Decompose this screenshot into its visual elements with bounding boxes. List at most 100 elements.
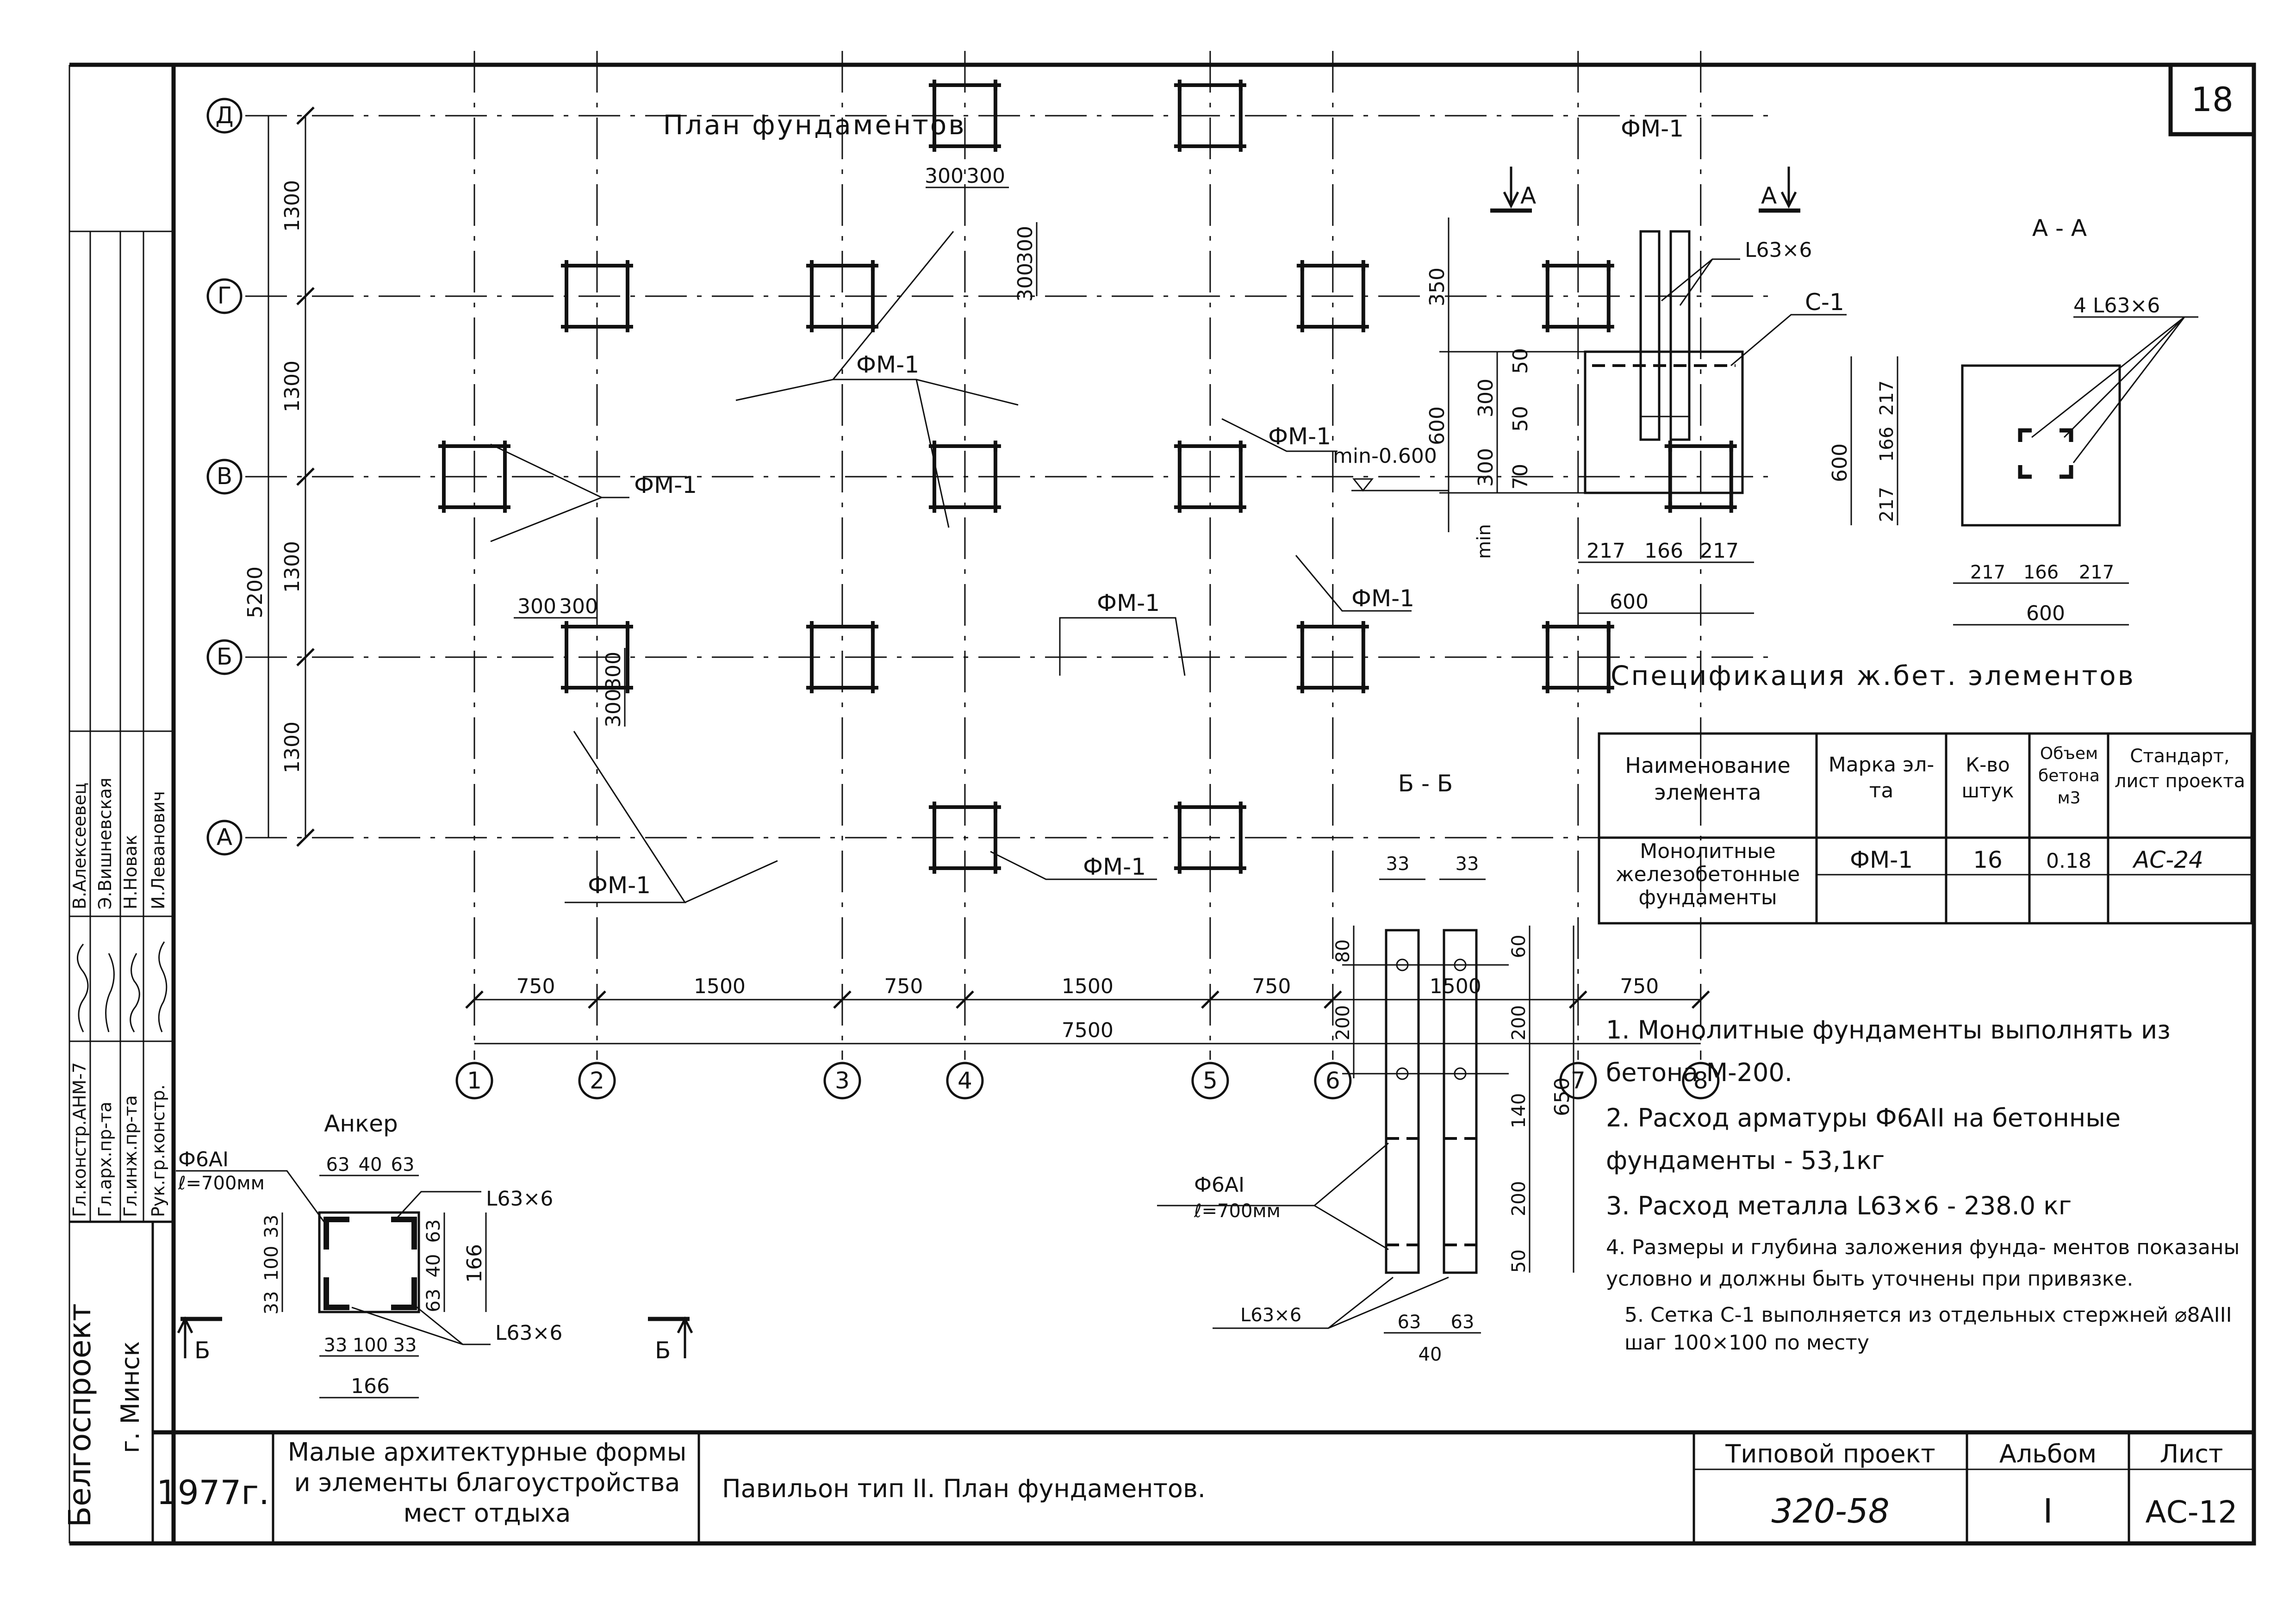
foundation-fm1	[1296, 621, 1369, 693]
signature-4	[158, 941, 168, 1032]
title-block: 1977г. Малые архитектурные формы и элеме…	[153, 1430, 2254, 1543]
col-axis-bubble-4	[1191, 1062, 1229, 1100]
plan-callouts: ФМ-1 ФМ-1 ФМ-1 ФМ-1 ФМ-1 ФМ-1 ФМ-1	[490, 231, 1414, 903]
plan-title: План фундаментов	[663, 109, 966, 141]
section-aa-leader	[2031, 316, 2198, 463]
spec-h1-box: Наименование элемента	[1625, 753, 1790, 805]
local-dims-mid: 300 300 300 300	[514, 595, 626, 728]
project-title: Малые архитектурные формы и элементы бла…	[287, 1437, 687, 1528]
local-dim-right-1: 300	[1014, 226, 1037, 265]
org-name: Белгоспроект	[62, 1303, 98, 1527]
org-city: г. Минск	[116, 1341, 145, 1453]
foundation-fm1	[1174, 802, 1246, 874]
local-dim-mid-v2: 300	[602, 689, 625, 728]
section-bb-top-1: 33	[1386, 853, 1410, 875]
row-dim-tick-3	[296, 648, 315, 666]
section-bb-top-2: 33	[1456, 853, 1479, 875]
col-dim-tick-5	[1324, 990, 1342, 1009]
callout-fm1-top: ФМ-1	[856, 351, 919, 378]
spec-header-mark: Марка эл-та	[1828, 753, 1935, 802]
section-bb-rod-len: ℓ=700мм	[1194, 1200, 1281, 1222]
local-dim-mid-1: 300	[517, 595, 556, 618]
section-aa-h2: 166	[2023, 562, 2059, 583]
year: 1977г.	[156, 1473, 269, 1512]
fm1-hdim-217b: 217	[1700, 539, 1739, 563]
fm1-angle-label: L63×6	[1745, 238, 1812, 262]
foundation-fm1	[928, 80, 1001, 152]
foundation-fm1	[928, 802, 1001, 874]
fm1-mesh-label: С-1	[1805, 289, 1844, 316]
name-2: Э.Вишневская	[95, 777, 115, 909]
foundation-outline	[932, 83, 997, 148]
leader-top	[735, 231, 1019, 528]
col-dim-tick-0	[465, 990, 484, 1009]
section-aa-h1: 217	[1970, 562, 2005, 583]
section-aa-angle-label: 4 L63×6	[2073, 294, 2160, 317]
col-spacing-1: 1500	[694, 975, 746, 998]
row-axis-label-4: А	[217, 824, 232, 851]
col-axis-label-1: 2	[590, 1067, 604, 1094]
local-dim-mid-2: 300	[559, 595, 598, 618]
fm1-hdim-217a: 217	[1587, 539, 1625, 563]
anchor-bottom-total: 166	[351, 1374, 390, 1398]
foundation-fm1	[1664, 441, 1737, 513]
note-5: 5. Сетка С-1 выполняется из отдельных ст…	[1624, 1303, 2232, 1355]
anchor-angles	[324, 1217, 417, 1310]
foundation-outline	[564, 625, 629, 690]
anchor-right-2: 40	[423, 1254, 444, 1278]
col-axis-bubble-2	[823, 1062, 861, 1100]
anchor-top-3: 63	[391, 1154, 415, 1175]
callout-fm1-left: ФМ-1	[634, 472, 697, 498]
section-bb-angle-2	[1443, 929, 1478, 1274]
section-bb-bottom-2: 63	[1451, 1312, 1475, 1333]
foundation-fm1	[438, 441, 510, 513]
col-axis-label-2: 3	[835, 1067, 850, 1094]
fm1-footing	[1584, 350, 1744, 494]
row-spacing-1: 1300	[280, 361, 304, 412]
sheet-number: 18	[2191, 80, 2234, 119]
foundation-fm1	[1174, 441, 1246, 513]
section-aa-v1: 217	[1876, 380, 1898, 416]
row-axis-label-2: В	[217, 463, 232, 490]
col-axis-label-5: 6	[1325, 1067, 1340, 1094]
anchor-right-total: 166	[463, 1244, 486, 1283]
spec-cell-volume: 0.18	[2046, 849, 2091, 873]
local-dim-right-2: 300	[1014, 263, 1037, 302]
signature-3	[130, 953, 140, 1032]
section-bb-bottom-1: 63	[1398, 1312, 1421, 1333]
col-axis-label-7: 8	[1693, 1067, 1708, 1094]
foundation-outline	[1177, 805, 1243, 870]
role-2: Гл.арх.пр-та	[95, 1101, 115, 1217]
anchor-angle-leader-bottom	[351, 1304, 491, 1345]
foundation-outline	[442, 444, 507, 509]
section-aa-v2: 166	[1876, 427, 1898, 462]
section-bb-right-5: 50	[1508, 1250, 1530, 1273]
cut-b-right-label: Б	[655, 1337, 671, 1364]
leader-mid-right	[1059, 617, 1186, 676]
local-dims-top: 300 300 300 300	[925, 164, 1038, 302]
row-spacing-3: 1300	[280, 721, 304, 773]
sheet-number-box	[2168, 62, 2256, 137]
cut-b-right-head	[677, 1316, 693, 1334]
anchor-top-1: 63	[326, 1154, 350, 1175]
col-axis-bubble-3	[946, 1062, 984, 1100]
anchor-right-3: 63	[423, 1289, 444, 1312]
row-dim-tick-2	[296, 467, 315, 486]
spec-h4-box: Объем бетона м3	[2038, 744, 2100, 808]
fm1-elevation: ФМ-1 А А L63×6 С-1 350 600 300 50 50 70 …	[1333, 115, 1847, 614]
anchor-angle-label-bottom: L63×6	[495, 1321, 562, 1345]
col-dim-tick-1	[588, 990, 606, 1009]
row-axis-bubble-3	[206, 639, 243, 675]
spec-header-qty: К-во штук	[1961, 753, 2014, 802]
foundation-outline	[1668, 444, 1733, 509]
section-aa-body	[1961, 364, 2121, 527]
sheet-value: АС-12	[2145, 1494, 2237, 1530]
cut-b-left-head	[177, 1316, 193, 1334]
fm1-dim-300b: 300	[1474, 448, 1498, 487]
cut-a-left-label: А	[1520, 182, 1536, 209]
spec-title: Спецификация ж.бет. элементов	[1611, 660, 2135, 691]
note-1: 1. Монолитные фундаменты выполнять из бе…	[1606, 1015, 2171, 1087]
fm1-angle-2	[1669, 230, 1691, 441]
